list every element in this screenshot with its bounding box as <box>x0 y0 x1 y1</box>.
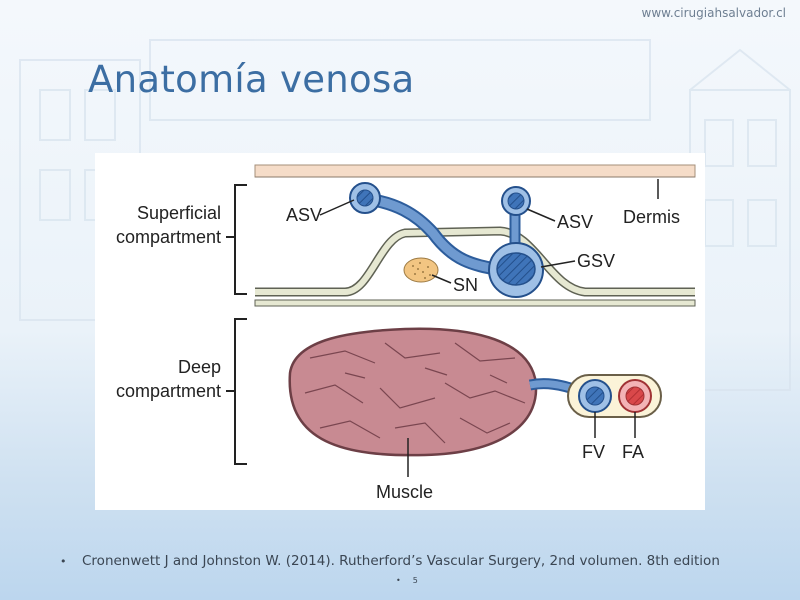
reference-citation: • Cronenwett J and Johnston W. (2014). Ru… <box>60 553 790 569</box>
superficial-compartment-bracket <box>234 184 247 295</box>
asv-left-label: ASV <box>286 205 322 225</box>
page-number: •5 <box>396 576 418 585</box>
superficial-compartment-label-line2: compartment <box>116 227 221 247</box>
fv-label: FV <box>582 442 605 462</box>
muscle <box>288 327 538 457</box>
reference-text: Cronenwett J and Johnston W. (2014). Rut… <box>82 553 720 569</box>
slide-title: Anatomía venosa <box>88 58 415 101</box>
venous-anatomy-diagram: Superficial compartment Deep compartment <box>95 153 705 510</box>
deep-compartment-label-line1: Deep <box>178 357 221 377</box>
dermis-layer <box>254 164 696 178</box>
dermis-label: Dermis <box>623 207 680 227</box>
bullet: • <box>396 576 401 585</box>
sn-label: SN <box>453 275 478 295</box>
deep-compartment-bracket <box>234 318 247 465</box>
asv-right-label: ASV <box>557 212 593 232</box>
website-url: www.cirugiahsalvador.cl <box>641 6 786 20</box>
deep-compartment-label-line2: compartment <box>116 381 221 401</box>
deep-fascia <box>254 299 696 307</box>
gsv-label: GSV <box>577 251 615 271</box>
bullet: • <box>60 555 67 568</box>
page-number-value: 5 <box>412 576 418 585</box>
superficial-compartment-label-line1: Superficial <box>137 203 221 223</box>
muscle-label: Muscle <box>376 482 433 502</box>
fa-label: FA <box>622 442 644 462</box>
saphenous-nerve <box>403 257 439 283</box>
